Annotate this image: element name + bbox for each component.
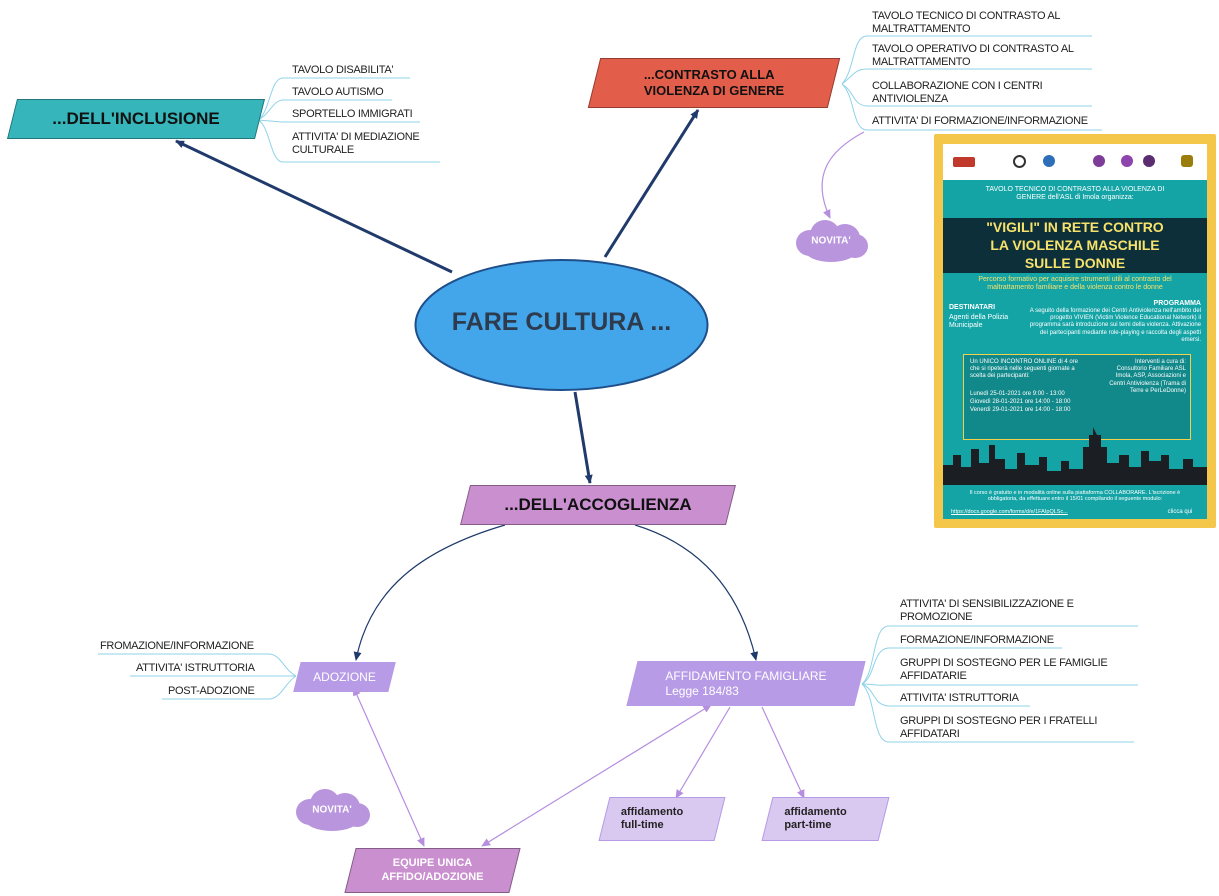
node-contrasto-line1: ...CONTRASTO ALLA bbox=[643, 67, 775, 83]
central-topic[interactable]: FARE CULTURA ... bbox=[413, 258, 710, 392]
arrow-center-to-contrasto bbox=[603, 109, 700, 258]
poster-dates-box: Un UNICO INCONTRO ONLINE di 4 ore che si… bbox=[963, 354, 1191, 440]
contrasto-item-1[interactable]: TAVOLO TECNICO DI CONTRASTO AL MALTRATTA… bbox=[872, 10, 1060, 35]
node-parttime-line1: affidamento bbox=[784, 805, 847, 818]
arrow-affidamento-to-parttime bbox=[761, 706, 805, 799]
node-affidamento-line1: AFFIDAMENTO FAMIGLIARE bbox=[665, 669, 827, 684]
city-skyline-illustration bbox=[943, 427, 1207, 485]
node-adozione[interactable]: ADOZIONE bbox=[293, 662, 396, 692]
inclusione-item-1[interactable]: TAVOLO DISABILITA' bbox=[292, 64, 394, 76]
poster-organizer: TAVOLO TECNICO DI CONTRASTO ALLA VIOLENZ… bbox=[985, 186, 1165, 202]
poster-destinatari-heading: DESTINATARI bbox=[949, 304, 996, 311]
arrow-accoglienza-to-adozione bbox=[353, 524, 506, 661]
contrasto-item-3[interactable]: COLLABORAZIONE CON I CENTRI ANTIVIOLENZA bbox=[872, 80, 1043, 105]
node-affidamento-line2: Legge 184/83 bbox=[665, 683, 739, 698]
adozione-leaf-lines bbox=[98, 653, 297, 700]
adozione-item-3[interactable]: POST-ADOZIONE bbox=[168, 685, 255, 697]
node-inclusione[interactable]: ...DELL'INCLUSIONE bbox=[7, 99, 265, 139]
arrow-affidamento-equipe bbox=[481, 704, 712, 847]
node-parttime[interactable]: affidamento part-time bbox=[761, 797, 890, 841]
node-adozione-label: ADOZIONE bbox=[313, 669, 376, 684]
central-ellipse-shape bbox=[414, 259, 709, 391]
affidamento-item-2[interactable]: FORMAZIONE/INFORMAZIONE bbox=[900, 634, 1054, 646]
inclusione-item-4[interactable]: ATTIVITA' DI MEDIAZIONE CULTURALE bbox=[292, 131, 420, 156]
poster-date-1: Lunedì 25-01-2021 ore 9:00 - 13:00 bbox=[970, 391, 1065, 397]
poster-body: TAVOLO TECNICO DI CONTRASTO ALLA VIOLENZ… bbox=[943, 144, 1207, 519]
node-contrasto[interactable]: ...CONTRASTO ALLA VIOLENZA DI GENERE bbox=[587, 58, 841, 108]
novita-cloud-top-label: NOVITA' bbox=[811, 235, 851, 247]
inclusione-leaf-lines bbox=[257, 77, 440, 163]
node-affidamento[interactable]: AFFIDAMENTO FAMIGLIARE Legge 184/83 bbox=[626, 661, 866, 706]
poster-title-line3: SULLE DONNE bbox=[943, 254, 1207, 274]
central-topic-label: FARE CULTURA ... bbox=[451, 308, 672, 336]
poster-interventi: Interventi a cura di: Consultorio Famili… bbox=[1109, 359, 1186, 394]
node-equipe-line1: EQUIPE UNICA bbox=[392, 857, 473, 870]
contrasto-item-4[interactable]: ATTIVITA' DI FORMAZIONE/INFORMAZIONE bbox=[872, 115, 1088, 127]
poster-subtitle: Percorso formativo per acquisire strumen… bbox=[978, 276, 1172, 292]
node-equipe[interactable]: EQUIPE UNICA AFFIDO/ADOZIONE bbox=[344, 848, 521, 893]
poster-link[interactable]: https://docs.google.com/forms/d/e/1FAIpQ… bbox=[951, 509, 1068, 515]
logo-icon bbox=[1093, 155, 1105, 167]
poster-clicca-qui[interactable]: clicca qui bbox=[1167, 509, 1193, 515]
node-equipe-line2: AFFIDO/ADOZIONE bbox=[381, 870, 484, 883]
logo-icon bbox=[1013, 155, 1026, 168]
arrow-center-to-accoglienza bbox=[573, 391, 593, 484]
novita-cloud-top: NOVITA' bbox=[790, 218, 872, 264]
arrow-adozione-equipe bbox=[353, 686, 425, 847]
poster-title-line1: "VIGILI" IN RETE CONTRO bbox=[943, 218, 1207, 238]
affidamento-leaf-lines bbox=[861, 625, 1138, 743]
node-fulltime-line2: full-time bbox=[620, 819, 664, 831]
affidamento-item-5[interactable]: GRUPPI DI SOSTEGNO PER I FRATELLI AFFIDA… bbox=[900, 715, 1098, 740]
poster-destinatari-body: Agenti della Polizia Municipale bbox=[949, 314, 1009, 330]
poster-logo-strip bbox=[943, 144, 1207, 180]
poster-programma-heading: PROGRAMMA bbox=[1153, 300, 1201, 307]
arrow-center-to-inclusione bbox=[175, 139, 453, 274]
node-inclusione-label: ...DELL'INCLUSIONE bbox=[52, 108, 220, 128]
affidamento-item-1[interactable]: ATTIVITA' DI SENSIBILIZZAZIONE E PROMOZI… bbox=[900, 598, 1074, 623]
arrow-affidamento-to-fulltime bbox=[675, 706, 731, 799]
poster-incontro-text: Un UNICO INCONTRO ONLINE di 4 ore che si… bbox=[970, 359, 1079, 380]
poster-programma-body: A seguito della formazione dei Centri An… bbox=[1029, 308, 1201, 343]
logo-icon bbox=[1181, 155, 1193, 167]
node-fulltime[interactable]: affidamento full-time bbox=[598, 797, 726, 841]
arrow-contrasto-to-novita bbox=[821, 131, 865, 219]
logo-icon bbox=[953, 157, 975, 167]
poster-date-2: Giovedì 28-01-2021 ore 14:00 - 18:00 bbox=[970, 399, 1071, 405]
node-accoglienza-label: ...DELL'ACCOGLIENZA bbox=[504, 494, 692, 514]
poster-title-line2: LA VIOLENZA MASCHILE bbox=[943, 236, 1207, 256]
arrow-accoglienza-to-affidamento bbox=[634, 524, 759, 661]
affidamento-item-3[interactable]: GRUPPI DI SOSTEGNO PER LE FAMIGLIE AFFID… bbox=[900, 657, 1108, 682]
contrasto-leaf-lines bbox=[841, 35, 1102, 131]
inclusione-item-2[interactable]: TAVOLO AUTISMO bbox=[292, 86, 384, 98]
contrasto-item-2[interactable]: TAVOLO OPERATIVO DI CONTRASTO AL MALTRAT… bbox=[872, 43, 1074, 68]
logo-icon bbox=[1143, 155, 1155, 167]
event-poster[interactable]: TAVOLO TECNICO DI CONTRASTO ALLA VIOLENZ… bbox=[934, 134, 1216, 528]
affidamento-item-4[interactable]: ATTIVITA' ISTRUTTORIA bbox=[900, 692, 1019, 704]
inclusione-item-3[interactable]: SPORTELLO IMMIGRATI bbox=[292, 108, 413, 120]
node-contrasto-line2: VIOLENZA DI GENERE bbox=[643, 83, 785, 98]
adozione-item-1[interactable]: FROMAZIONE/INFORMAZIONE bbox=[100, 640, 254, 652]
node-parttime-line2: part-time bbox=[784, 819, 832, 831]
node-accoglienza[interactable]: ...DELL'ACCOGLIENZA bbox=[460, 485, 736, 525]
adozione-item-2[interactable]: ATTIVITA' ISTRUTTORIA bbox=[136, 662, 255, 674]
logo-icon bbox=[1121, 155, 1133, 167]
node-fulltime-line1: affidamento bbox=[620, 805, 684, 818]
logo-icon bbox=[1043, 155, 1055, 167]
poster-date-3: Venerdì 29-01-2021 ore 14:00 - 18:00 bbox=[970, 407, 1071, 413]
poster-footer: Il corso è gratuito e in modalità online… bbox=[969, 489, 1181, 503]
novita-cloud-bottom-label: NOVITA' bbox=[312, 804, 352, 816]
novita-cloud-bottom: NOVITA' bbox=[290, 787, 374, 833]
